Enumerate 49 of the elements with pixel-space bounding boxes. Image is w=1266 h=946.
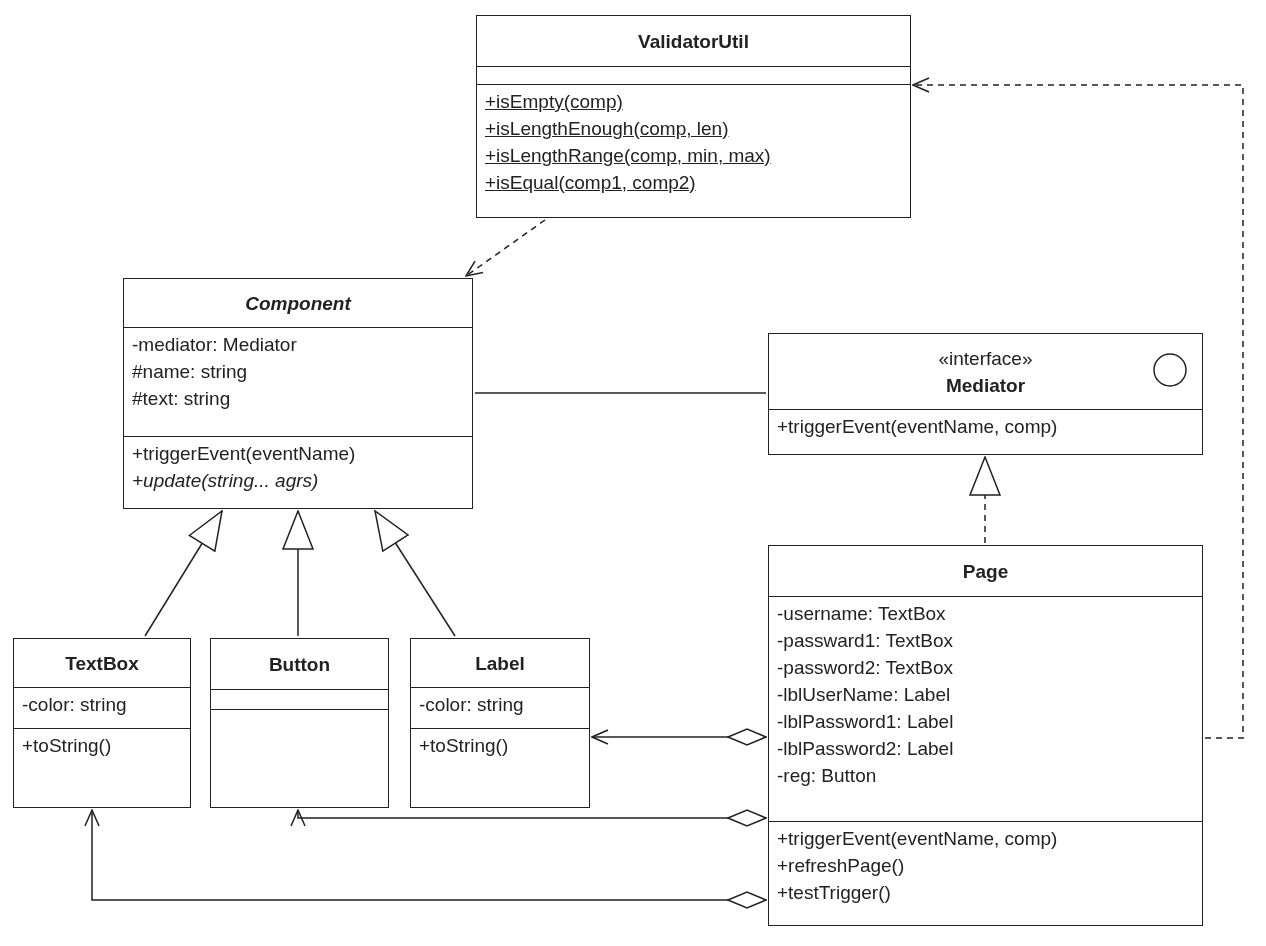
arrow — [591, 728, 767, 746]
method-text: +update(string... agrs) — [132, 469, 320, 493]
class-box — [123, 278, 473, 509]
attribute-text: -lblUserName: Label — [777, 683, 952, 707]
method-text: +triggerEvent(eventName) — [132, 442, 357, 466]
method-text: +refreshPage() — [777, 854, 906, 878]
class-box — [210, 638, 389, 808]
attribute-text: #text: string — [132, 387, 232, 411]
class-name: Mediator — [945, 373, 1026, 398]
class-box — [13, 638, 191, 808]
method-text: +isLengthRange(comp, min, max) — [485, 144, 772, 168]
attribute-text: -color: string — [22, 693, 128, 717]
association-line — [474, 392, 767, 394]
attribute-text: -reg: Button — [777, 764, 878, 788]
class-name: Component — [245, 291, 351, 316]
class-name: Label — [475, 651, 525, 676]
method-text: +toString() — [22, 734, 113, 758]
method-text: +toString() — [419, 734, 510, 758]
method-text: +isEqual(comp1, comp2) — [485, 171, 697, 195]
attribute-text: -username: TextBox — [777, 602, 947, 626]
attribute-text: -password2: TextBox — [777, 656, 954, 680]
arrow — [290, 809, 767, 827]
attribute-text: -lblPassword2: Label — [777, 737, 955, 761]
stereotype-text: «interface» — [938, 346, 1033, 371]
dashed-arrow — [465, 219, 546, 277]
attribute-text: -color: string — [419, 693, 525, 717]
method-text: +testTrigger() — [777, 881, 892, 905]
class-box — [768, 545, 1203, 926]
class-box — [768, 333, 1203, 455]
class-box — [476, 15, 911, 218]
arrow — [84, 809, 767, 909]
class-box — [410, 638, 590, 808]
arrow — [282, 510, 314, 637]
attribute-text: #name: string — [132, 360, 249, 384]
dashed-arrow — [969, 456, 1001, 544]
method-text: +isEmpty(comp) — [485, 90, 624, 114]
attribute-text: -mediator: Mediator — [132, 333, 298, 357]
dashed-arrow — [912, 77, 1244, 739]
method-text: +isLengthEnough(comp, len) — [485, 117, 730, 141]
class-name: Button — [268, 652, 331, 677]
attribute-text: -lblPassword1: Label — [777, 710, 955, 734]
method-text: +triggerEvent(eventName, comp) — [777, 415, 1059, 439]
arrow — [144, 510, 223, 637]
class-name: Page — [962, 559, 1009, 584]
arrow — [374, 510, 456, 637]
attribute-text: -passward1: TextBox — [777, 629, 954, 653]
class-name: ValidatorUtil — [638, 29, 749, 54]
method-text: +triggerEvent(eventName, comp) — [777, 827, 1059, 851]
class-name: TextBox — [65, 651, 139, 676]
